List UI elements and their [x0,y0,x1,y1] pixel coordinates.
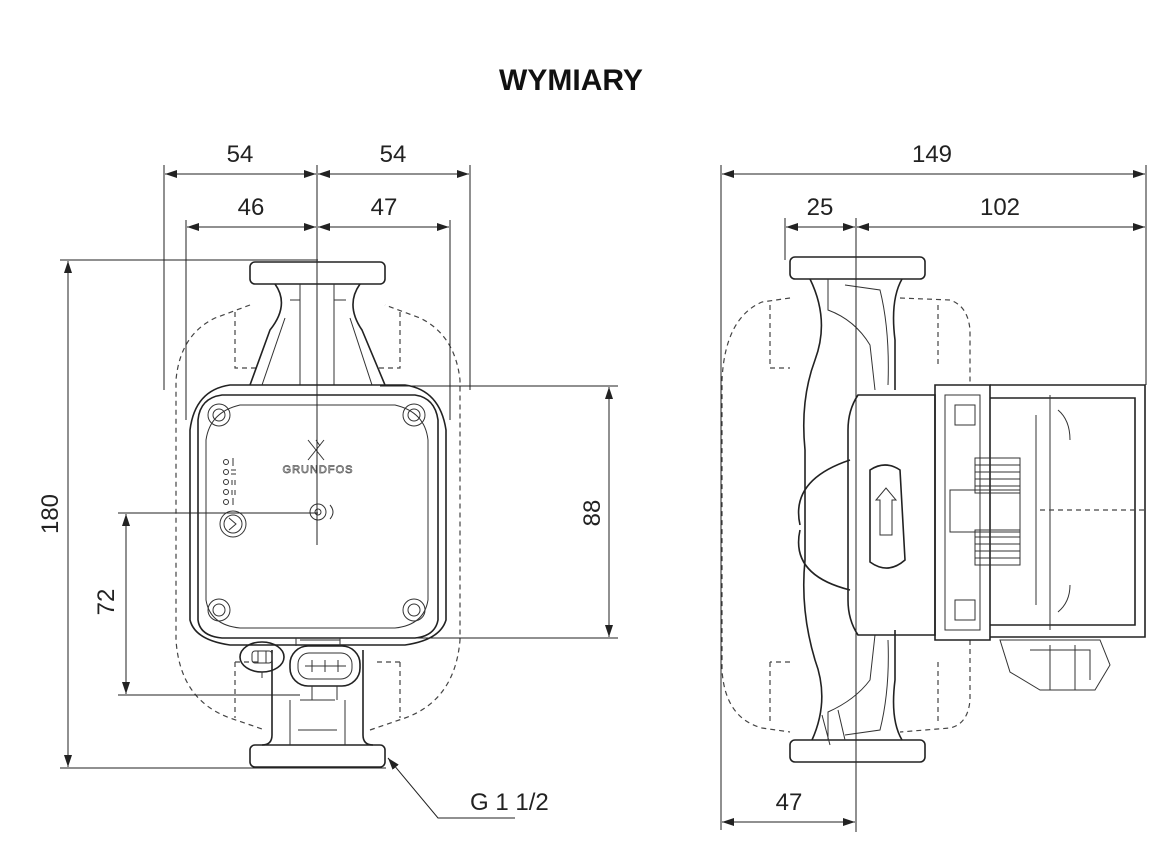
led-indicators-icon [223,458,236,505]
side-control-box [934,384,991,641]
front-pump-body [189,384,447,646]
front-control-box [197,394,439,639]
dim-front-lower-height: 72 [93,589,120,616]
side-top-flange [789,256,926,280]
front-screw-bl [207,598,231,622]
mode-button-icon [219,510,247,538]
drawing-title: WYMIARY [499,64,643,97]
front-screw-br [402,598,426,622]
side-cable-connector [999,639,1111,691]
dim-front-left-inner: 46 [238,194,265,221]
dim-side-axis-to-end: 102 [980,194,1020,221]
front-pipe-neck-bottom [261,650,374,746]
side-view: 149 25 102 47 [720,141,1147,832]
dim-side-total-length: 149 [912,141,952,168]
front-screw-tl [207,403,231,427]
side-pump-housing [802,278,903,741]
front-power-connector [289,645,361,700]
dim-side-flange-to-axis: 25 [807,194,834,221]
logo-text: GRUNDFOS [283,464,354,476]
dim-front-total-height: 180 [37,494,64,534]
side-cooling-fins [949,457,1021,566]
flow-direction-arrow-icon [869,464,906,569]
front-dashed-shell [175,304,461,731]
dim-front-left-outer: 54 [227,141,254,168]
front-pipe-neck-top [249,283,386,386]
front-signal-connector [239,641,285,678]
dim-front-control-height: 88 [579,500,606,527]
dim-side-bottom-length: 47 [776,789,803,816]
front-bottom-flange [249,744,386,768]
dim-front-right-outer: 54 [380,141,407,168]
side-motor-housing [847,394,936,636]
side-dashed-shell [721,297,971,733]
front-screw-tr [402,403,426,427]
side-bottom-flange [789,739,926,763]
grundfos-logo-icon [307,439,325,461]
front-view: GRUNDFOS [37,141,618,819]
thread-label: G 1 1/2 [470,789,549,816]
dim-front-right-inner: 47 [371,194,398,221]
side-motor-end [990,384,1146,638]
shaft-center-icon [309,503,334,521]
